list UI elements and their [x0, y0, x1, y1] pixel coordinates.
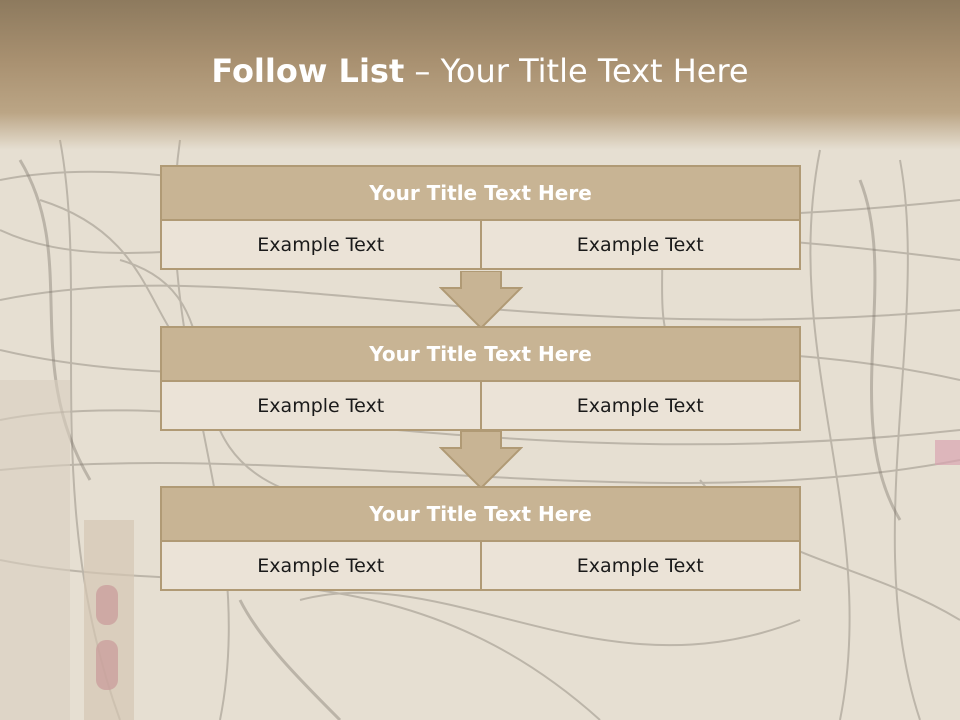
slide-title: Follow List – Your Title Text Here [0, 52, 960, 90]
follow-block-1: Your Title Text Here Example Text Exampl… [160, 165, 801, 270]
follow-block-2: Your Title Text Here Example Text Exampl… [160, 326, 801, 431]
slide-title-rest: – Your Title Text Here [404, 52, 749, 90]
block-title: Your Title Text Here [160, 165, 801, 221]
block-cell-right: Example Text [481, 221, 801, 270]
block-row: Example Text Example Text [160, 221, 801, 270]
block-cell-right: Example Text [481, 382, 801, 431]
block-cell-left: Example Text [160, 382, 482, 431]
block-row: Example Text Example Text [160, 382, 801, 431]
follow-block-3: Your Title Text Here Example Text Exampl… [160, 486, 801, 591]
down-arrow-icon [439, 271, 523, 329]
block-cell-right: Example Text [481, 542, 801, 591]
block-title: Your Title Text Here [160, 326, 801, 382]
down-arrow-icon [439, 431, 523, 489]
block-row: Example Text Example Text [160, 542, 801, 591]
block-title: Your Title Text Here [160, 486, 801, 542]
block-cell-left: Example Text [160, 542, 482, 591]
slide-title-bold: Follow List [211, 52, 405, 90]
header-band [0, 0, 960, 150]
block-cell-left: Example Text [160, 221, 482, 270]
